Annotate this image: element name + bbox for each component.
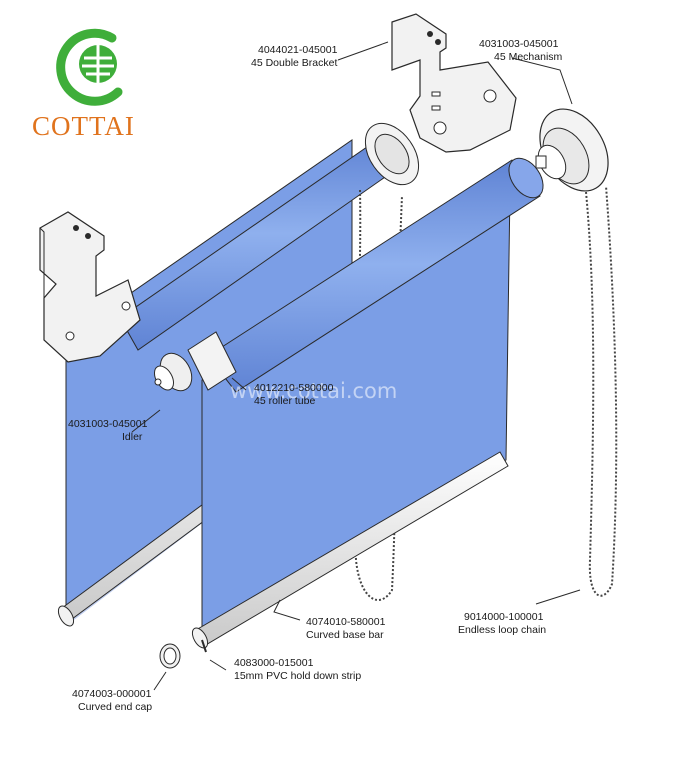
watermark: www.cottai.com (230, 379, 397, 403)
callout-part-name: Idler (122, 431, 143, 443)
callout-loop-chain: 9014000-100001 Endless loop chain (458, 611, 546, 636)
callout-part-number: 9014000-100001 (464, 611, 544, 623)
callout-part-number: 4012210-580000 (254, 382, 334, 394)
globe-c-logo-icon (56, 28, 123, 106)
callout-part-number: 4031003-045001 (479, 38, 559, 50)
callout-part-name: 45 roller tube (254, 395, 315, 407)
top-double-bracket (391, 13, 517, 153)
callout-double-bracket: 4044021-045001 45 Double Bracket (251, 44, 338, 69)
front-roller-tube (207, 159, 541, 393)
callout-part-number: 4074003-000001 (72, 688, 152, 700)
callout-idler: 4031003-045001 Idler (68, 418, 148, 443)
idler (154, 331, 237, 392)
back-mechanism (364, 122, 420, 186)
callout-part-number: 4083000-015001 (234, 657, 314, 669)
brand-name: COTTAI (32, 111, 135, 141)
endless-loop-chain (585, 185, 618, 597)
callout-part-number: 4044021-045001 (258, 44, 338, 56)
callout-part-name: 45 Mechanism (494, 51, 563, 63)
callout-mechanism: 4031003-045001 45 Mechanism (479, 38, 563, 63)
callout-part-number: 4074010-580001 (306, 616, 386, 628)
curved-end-cap (159, 643, 181, 669)
front-blind (154, 157, 544, 653)
leader-lines (131, 41, 581, 691)
callout-part-name: Endless loop chain (458, 624, 546, 636)
callout-part-name: 15mm PVC hold down strip (234, 670, 361, 682)
callout-end-cap: 4074003-000001 Curved end cap (72, 688, 152, 713)
callout-part-number: 4031003-045001 (68, 418, 148, 430)
callout-part-name: Curved end cap (78, 701, 152, 713)
mechanism (535, 108, 609, 192)
left-double-bracket (39, 211, 141, 363)
callout-pvc-strip: 4083000-015001 15mm PVC hold down strip (234, 657, 361, 682)
brand-logo: COTTAI (32, 28, 135, 141)
pvc-hold-down-strip (201, 639, 207, 653)
callout-base-bar: 4074010-580001 Curved base bar (306, 616, 386, 641)
callout-part-name: 45 Double Bracket (251, 57, 337, 69)
callout-roller-tube: 4012210-580000 45 roller tube (254, 382, 334, 407)
callout-part-name: Curved base bar (306, 629, 384, 641)
